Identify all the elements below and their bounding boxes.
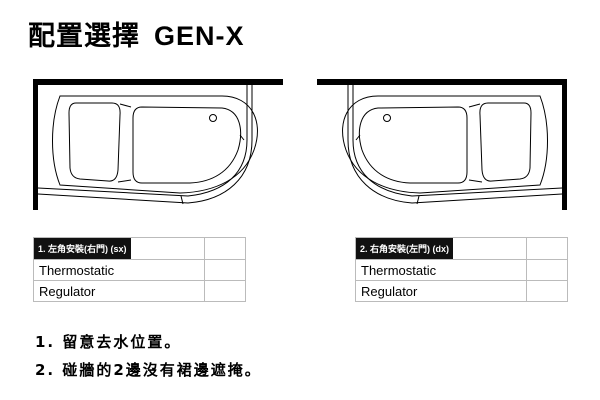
tub-outer [52,95,258,194]
title-zh: 配置選擇 [28,21,140,52]
option-label: Thermostatic [355,259,527,281]
config-header: 2. 右角安裝(左門) (dx) [356,238,453,259]
checkbox[interactable] [204,237,246,260]
checkbox[interactable] [526,280,568,302]
drain-icon [209,114,217,122]
config-table-left: 1. 左角安裝(右門) (sx) Thermostatic Regulator [33,237,246,302]
page-title: 配置選擇 GEN-X [28,14,245,53]
title-model: GEN-X [154,21,245,51]
checkbox[interactable] [204,259,246,281]
notes: 1. 留意去水位置。 2. 碰牆的2邊沒有裙邊遮掩。 [35,328,262,384]
wall-top [33,79,283,85]
wall-side [33,79,38,210]
checkbox[interactable] [526,259,568,281]
checkbox[interactable] [204,280,246,302]
checkbox[interactable] [526,237,568,260]
config-header: 1. 左角安裝(右門) (sx) [34,238,131,259]
note: 2. 碰牆的2邊沒有裙邊遮掩。 [35,361,262,379]
config-table-right: 2. 右角安裝(左門) (dx) Thermostatic Regulator [355,237,568,302]
tub-left-basin [68,102,121,182]
tub-right-basin [132,106,242,184]
note: 1. 留意去水位置。 [35,333,182,351]
option-label: Thermostatic [33,259,205,281]
right-corner-layout-diagram [317,79,567,210]
left-corner-layout-diagram [33,79,283,210]
option-label: Regulator [33,280,205,302]
option-label: Regulator [355,280,527,302]
